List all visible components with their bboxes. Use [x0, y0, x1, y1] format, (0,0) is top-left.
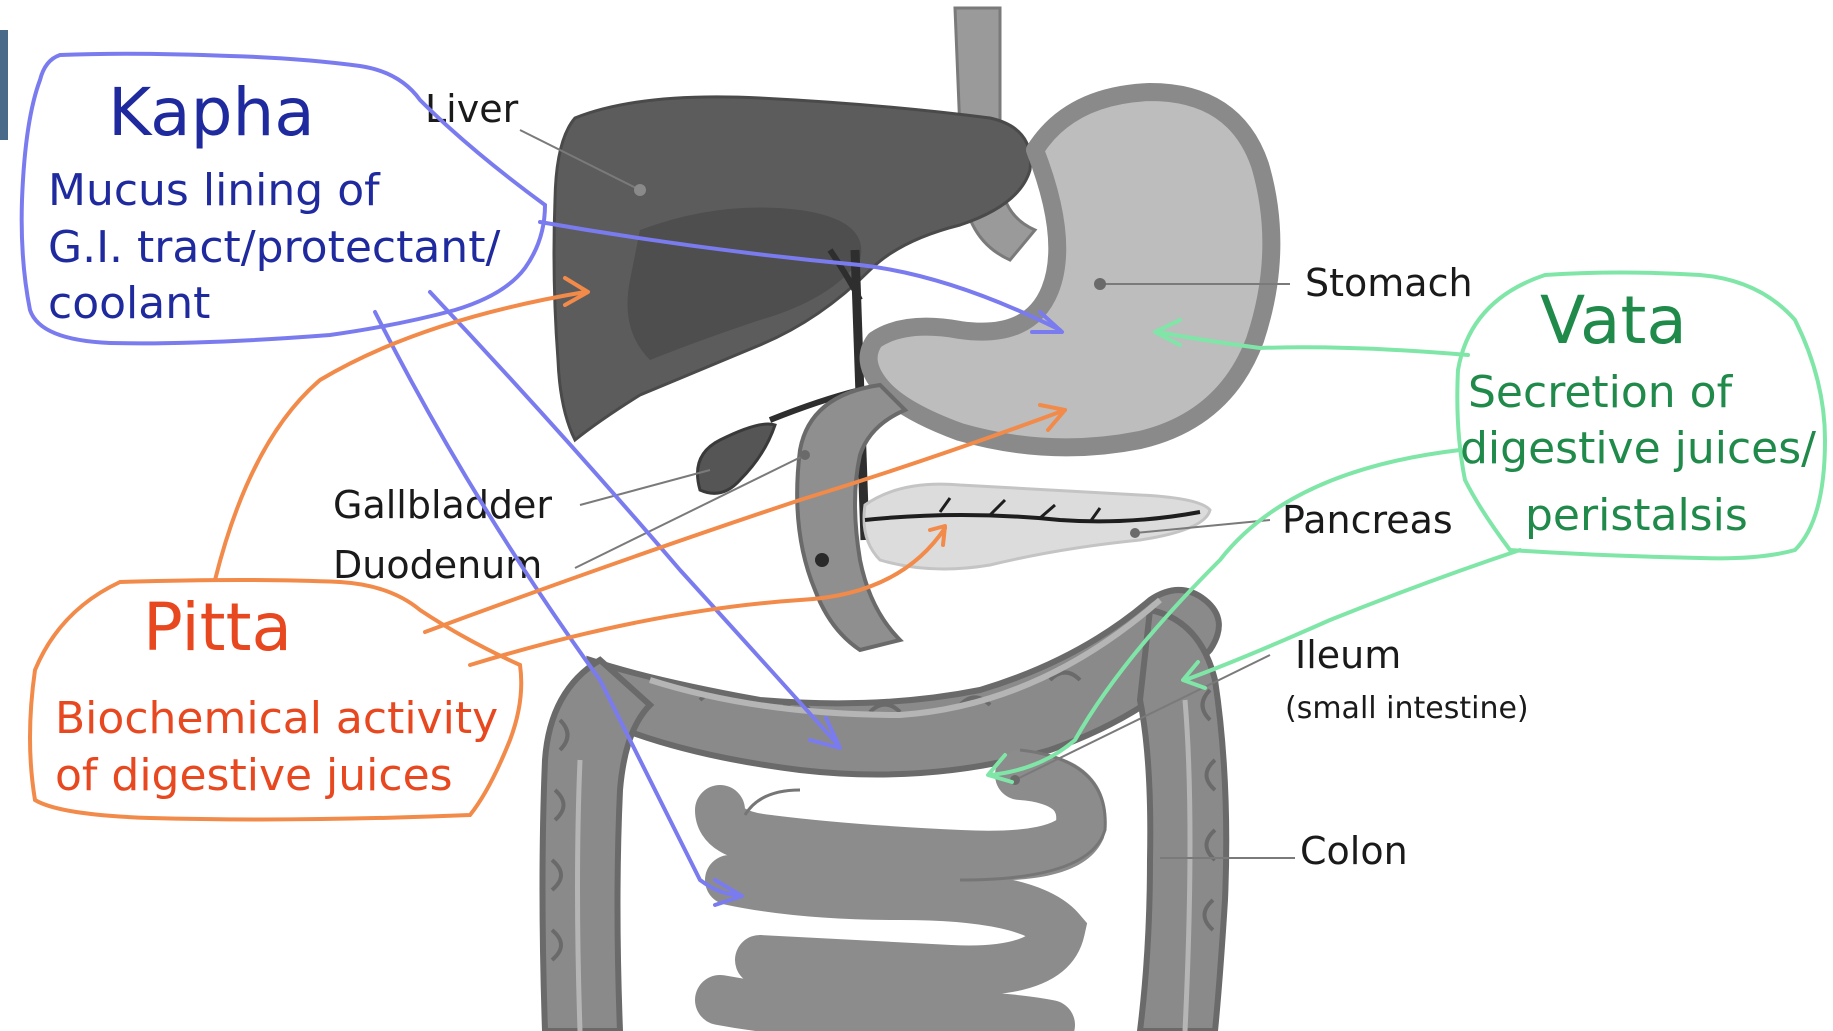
- vata-line-3: peristalsis: [1525, 490, 1748, 541]
- small-intestine: [720, 775, 1081, 1025]
- label-stomach: Stomach: [1305, 261, 1473, 305]
- kapha-line-3: coolant: [48, 278, 210, 329]
- pitta-line-2: of digestive juices: [55, 750, 453, 801]
- pitta-arrow-liver: [215, 292, 585, 580]
- pitta-line-1: Biochemical activity: [55, 693, 498, 744]
- kapha-line-2: G.I. tract/protectant/: [48, 222, 500, 273]
- label-liver: Liver: [425, 87, 519, 131]
- label-pancreas: Pancreas: [1282, 498, 1453, 542]
- pitta-title: Pitta: [143, 589, 292, 666]
- vata-line-1: Secretion of: [1468, 367, 1734, 418]
- vata-title: Vata: [1540, 282, 1687, 359]
- label-ileum-sub: (small intestine): [1285, 691, 1529, 726]
- pancreas: [864, 484, 1210, 569]
- gallbladder: [698, 424, 776, 493]
- vata-line-2: digestive juices/: [1460, 423, 1816, 474]
- ascending-colon: [543, 660, 651, 1031]
- descending-colon: [1140, 610, 1226, 1031]
- kapha-line-1: Mucus lining of: [48, 165, 381, 216]
- kapha-title: Kapha: [108, 74, 315, 151]
- label-colon: Colon: [1300, 829, 1408, 873]
- edge-marker: [0, 30, 8, 140]
- anatomy: [543, 8, 1272, 1031]
- transverse-colon: [590, 590, 1219, 775]
- label-gallbladder: Gallbladder: [333, 483, 552, 527]
- label-ileum: Ileum: [1295, 633, 1401, 677]
